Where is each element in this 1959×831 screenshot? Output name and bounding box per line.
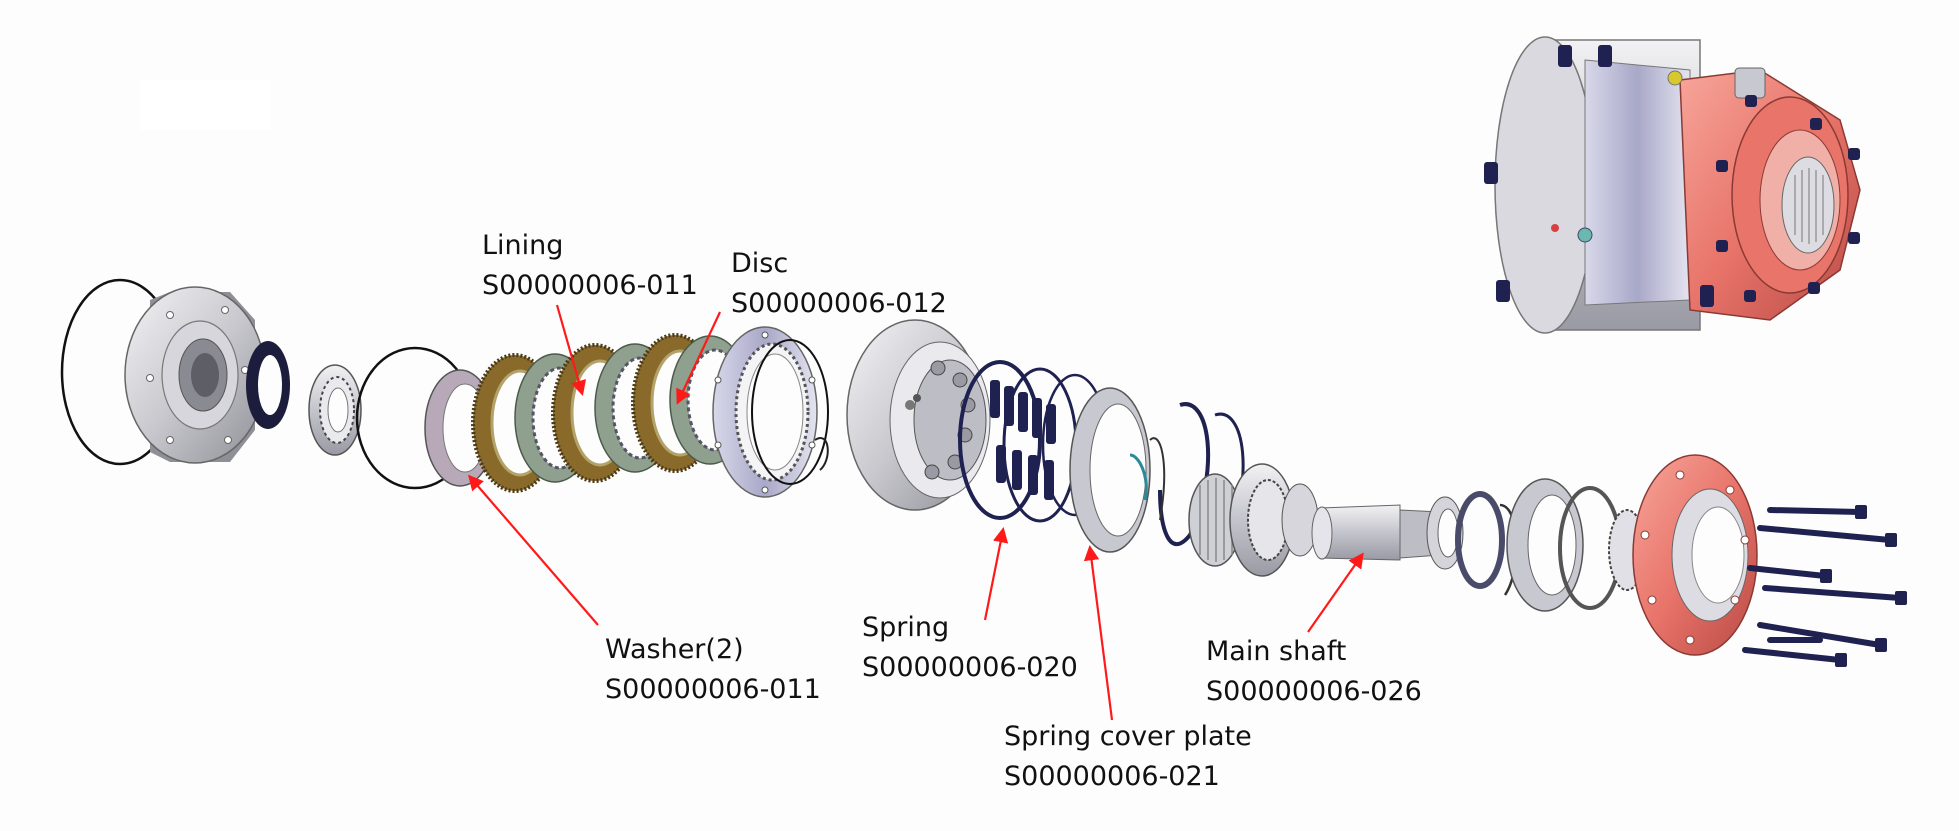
callout-main-shaft-name: Main shaft [1206, 636, 1347, 667]
spring-cover-plate [1069, 387, 1151, 553]
callout-disc: Disc S00000006-012 [731, 244, 947, 324]
leader-lines [467, 304, 1364, 721]
washer-leader [467, 474, 599, 626]
disc-leader [676, 311, 721, 405]
output-housing [1632, 454, 1758, 656]
clutch-pack [471, 333, 751, 493]
spring-leader [983, 526, 1009, 621]
callout-lining-part: S00000006-011 [482, 270, 698, 301]
callout-spring-cover-name: Spring cover plate [1004, 721, 1252, 752]
end-cover [124, 286, 266, 464]
right-rings [1455, 478, 1646, 612]
callout-spring-cover-plate: Spring cover plate S00000006-021 [1004, 717, 1252, 797]
sun-gear [1188, 463, 1319, 577]
callout-washer-name: Washer(2) [605, 634, 744, 665]
callout-spring: Spring S00000006-020 [862, 608, 1078, 688]
callout-washer: Washer(2) S00000006-011 [605, 630, 821, 710]
assembled-unit [1484, 36, 1861, 334]
callout-washer-part: S00000006-011 [605, 674, 821, 705]
spring-cover-leader [1083, 544, 1114, 721]
planet-carrier [846, 319, 991, 511]
callout-main-shaft-part: S00000006-026 [1206, 676, 1422, 707]
callout-main-shaft: Main shaft S00000006-026 [1206, 632, 1422, 712]
ring-gear [712, 326, 818, 498]
bearing-left [308, 364, 362, 456]
callout-spring-cover-part: S00000006-021 [1004, 761, 1220, 792]
oil-seal [246, 341, 290, 429]
callout-spring-part: S00000006-020 [862, 652, 1078, 683]
callout-disc-name: Disc [731, 248, 789, 279]
main-shaft-leader [1307, 552, 1364, 633]
lining-leader [555, 304, 587, 396]
spring-set [958, 360, 1109, 523]
background-patch [140, 80, 270, 130]
bolt-set [1742, 505, 1907, 667]
callout-disc-part: S00000006-012 [731, 288, 947, 319]
callout-lining-name: Lining [482, 230, 564, 261]
main-shaft [1311, 496, 1464, 570]
o-ring-mid [751, 339, 829, 485]
callout-lining: Lining S00000006-011 [482, 226, 698, 306]
callout-spring-name: Spring [862, 612, 950, 643]
